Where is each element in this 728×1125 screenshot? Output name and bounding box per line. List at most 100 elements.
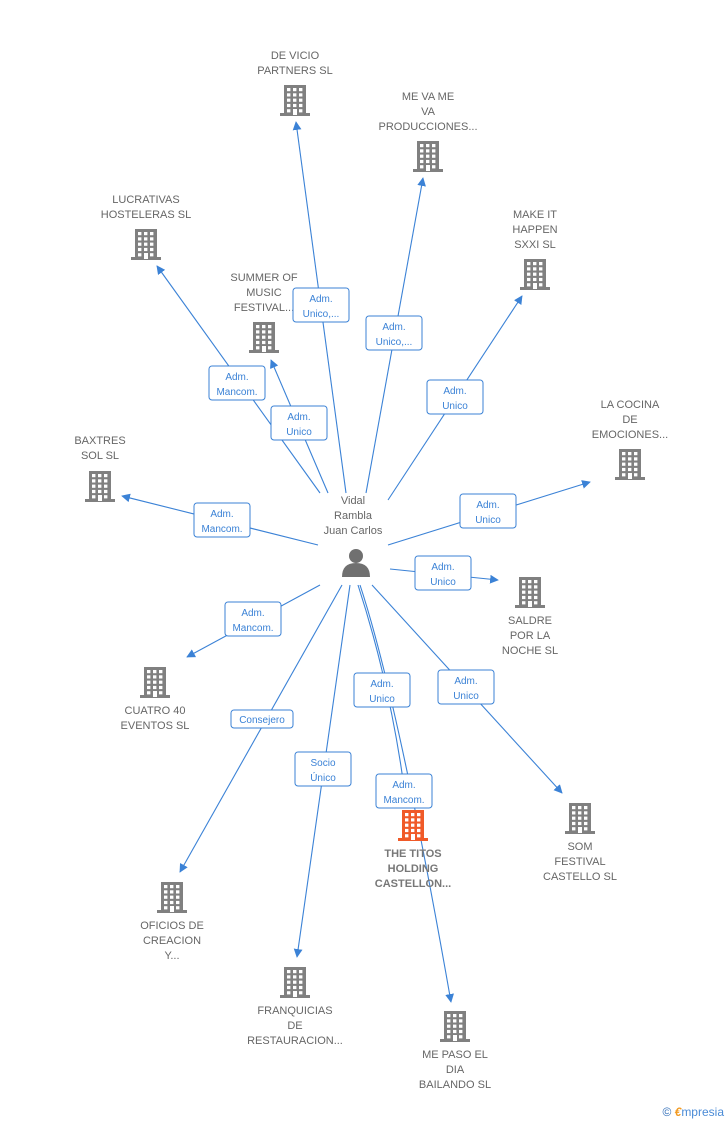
company-label-line: CASTELLON... — [375, 878, 451, 890]
edge-label-line: Adm. — [370, 679, 393, 690]
company-label-line: DE — [622, 414, 637, 426]
company-label-line: HOSTELERAS SL — [101, 209, 191, 221]
edge-label-line: Unico — [369, 694, 395, 705]
edge-label-line: Adm. — [225, 372, 248, 383]
edge-label-som[interactable]: Adm. Unico — [437, 669, 495, 705]
company-label-line: RESTAURACION... — [247, 1035, 343, 1047]
building-icon — [131, 229, 161, 260]
building-icon — [615, 449, 645, 480]
edge-label-line: Unico — [475, 515, 501, 526]
edge-label-titos[interactable]: Adm. Mancom. — [375, 773, 433, 809]
company-label-line: EVENTOS SL — [121, 720, 190, 732]
company-label-line: DIA — [446, 1064, 465, 1076]
edge-label-text: Adm.Unico — [475, 500, 501, 526]
edge-label-line: Adm. — [431, 562, 454, 573]
edge-label-me-paso[interactable]: Adm. Unico — [353, 672, 411, 708]
edge-label-box — [193, 502, 251, 538]
edge-label-line: Adm. — [454, 676, 477, 687]
company-label-line: PRODUCCIONES... — [378, 121, 477, 133]
edge-label-oficios[interactable]: Consejero — [230, 709, 294, 729]
building-icon — [280, 85, 310, 116]
company-label-line: POR LA — [510, 630, 551, 642]
edge-label-line: Unico — [453, 691, 479, 702]
edge-label-saldre[interactable]: Adm.Unico — [414, 555, 472, 591]
edge-label-de-vicio[interactable]: Adm. Unico,... — [292, 287, 350, 323]
company-label-line: SXXI SL — [514, 239, 556, 251]
edge-label-box — [375, 773, 433, 809]
company-label-line: SOM — [567, 841, 592, 853]
edge-label-line: Unico — [442, 401, 468, 412]
edge-label-line: Adm. — [287, 412, 310, 423]
edge-label-text: Adm.Mancom. — [232, 608, 273, 634]
edge-label-text: Adm. Unico,... — [376, 322, 413, 348]
company-label-line: DE — [287, 1020, 302, 1032]
edge-label-text: Adm. Mancom. — [216, 372, 257, 398]
company-label-line: HAPPEN — [512, 224, 557, 236]
building-icon — [157, 882, 187, 913]
company-label-line: MUSIC — [246, 287, 282, 299]
edge-label-me-va-me[interactable]: Adm. Unico,... — [365, 315, 423, 351]
edge-label-box — [426, 379, 484, 415]
edge-label-line: Adm. — [392, 780, 415, 791]
building-icon — [280, 967, 310, 998]
company-label-line: EMOCIONES... — [592, 429, 668, 441]
edge-label-la-cocina[interactable]: Adm.Unico — [459, 493, 517, 529]
edge-label-text: Adm. Unico — [453, 676, 479, 702]
edge-label-text: Adm. Unico — [442, 386, 468, 412]
edge-label-lucrativas[interactable]: Adm. Mancom. — [208, 365, 266, 401]
edge-label-line: Adm. — [443, 386, 466, 397]
edge-label-box — [292, 287, 350, 323]
edge-label-box — [270, 405, 328, 441]
edge-label-box — [224, 601, 282, 637]
edge-label-text: Adm.Mancom. — [201, 509, 242, 535]
company-label-line: CASTELLO SL — [543, 871, 617, 883]
person-icon — [342, 549, 370, 577]
edge-label-cuatro40[interactable]: Adm.Mancom. — [224, 601, 282, 637]
edge-label-line: Adm. — [382, 322, 405, 333]
company-label-line: HOLDING — [388, 863, 439, 875]
edge-label-line: Mancom. — [216, 387, 257, 398]
edge-label-line: Unico,... — [303, 309, 340, 320]
copyright-credit: © €mpresia — [662, 1105, 724, 1119]
edge-label-line: Unico,... — [376, 337, 413, 348]
edge-label-box — [294, 751, 352, 787]
edge-label-text: Adm.Unico — [430, 562, 456, 588]
company-label-line: DE VICIO — [271, 50, 320, 62]
company-label-line: ME PASO EL — [422, 1049, 488, 1061]
edge-label-baxtres[interactable]: Adm.Mancom. — [193, 502, 251, 538]
company-label-line: ME VA ME — [402, 91, 454, 103]
edge-label-line: Mancom. — [383, 795, 424, 806]
edge-label-text: Adm. Mancom. — [383, 780, 424, 806]
edge-label-make-it[interactable]: Adm. Unico — [426, 379, 484, 415]
edge-label-text: Adm.Unico — [286, 412, 312, 438]
edge-label-summer[interactable]: Adm.Unico — [270, 405, 328, 441]
edge-label-box — [437, 669, 495, 705]
edge-label-line: Adm. — [309, 294, 332, 305]
